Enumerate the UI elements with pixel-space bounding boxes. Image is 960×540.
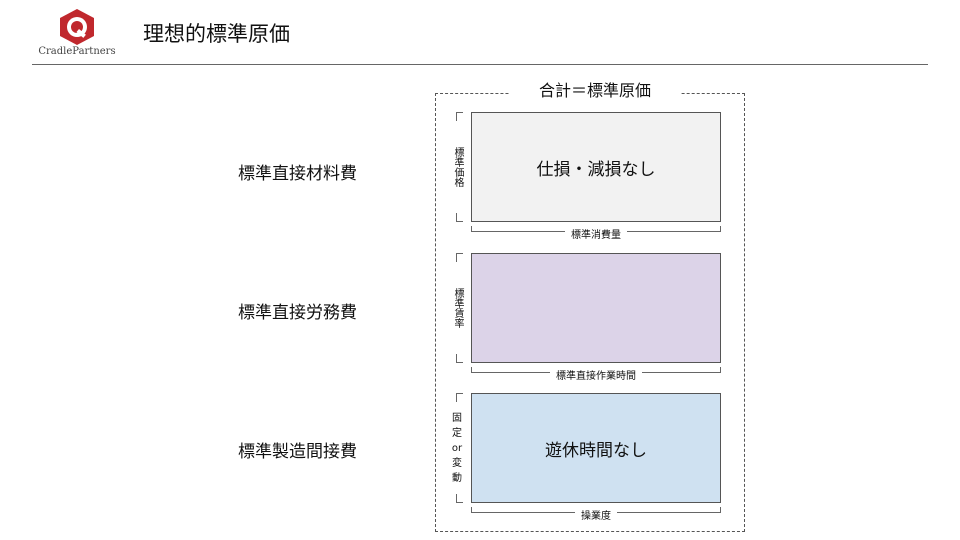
labor-box-text [472, 254, 720, 362]
overhead-box-text: 遊休時間なし [545, 440, 647, 461]
row-label-labor: 標準直接労務費 [238, 303, 357, 323]
material-cost-box: 仕損・減損なし [471, 112, 721, 222]
labor-cost-box [471, 253, 721, 363]
standard-hours-label: 標準直接作業時間 [471, 367, 721, 382]
standard-price-label: 標準価格 [450, 121, 464, 213]
total-frame-title: 合計＝標準原価 [510, 77, 680, 101]
header-divider [32, 64, 928, 65]
standard-rate-label: 標準賃率 [450, 262, 464, 354]
standard-quantity-label: 標準消費量 [471, 226, 721, 241]
cradle-logo-icon [60, 9, 94, 45]
row-label-overhead: 標準製造間接費 [238, 442, 357, 462]
material-box-text: 仕損・減損なし [536, 159, 656, 180]
activity-level-label: 操業度 [471, 507, 721, 522]
company-logo: CradlePartners [38, 8, 116, 60]
overhead-cost-box: 遊休時間なし [471, 393, 721, 503]
page-title: 理想的標準原価 [143, 22, 290, 46]
fixed-or-variable-label: 固 定 or 変 動 [450, 402, 464, 494]
logo-text: CradlePartners [38, 46, 116, 57]
row-label-material: 標準直接材料費 [238, 164, 357, 184]
